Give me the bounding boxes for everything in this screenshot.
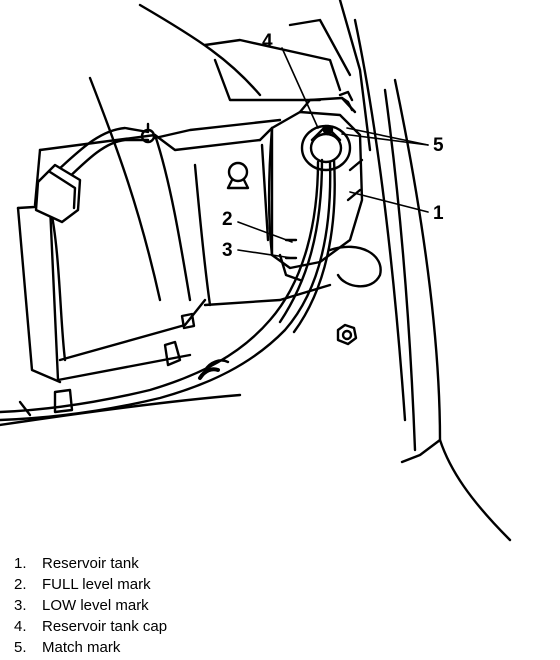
callout-3: 3 [222,240,233,261]
legend-item: 2. FULL level mark [14,574,534,595]
legend-number: 3. [14,597,27,614]
legend-item: 5. Match mark [14,637,534,658]
parts-legend: 1. Reservoir tank 2. FULL level mark 3. LOW… [14,553,534,658]
legend-item: 1. Reservoir tank [14,553,534,574]
legend-label: Reservoir tank [42,555,139,572]
callout-2: 2 [222,209,233,230]
legend-item: 4. Reservoir tank cap [14,616,534,637]
reservoir-hoses [0,158,336,422]
callout-5: 5 [433,135,444,156]
leader-lines [237,47,429,259]
legend-number: 1. [14,555,27,572]
body-panel-lines [0,0,512,542]
legend-number: 4. [14,618,27,635]
legend-item: 3. LOW level mark [14,595,534,616]
mounting-nut [53,161,358,414]
legend-label: LOW level mark [42,597,149,614]
legend-number: 2. [14,576,27,593]
legend-label: Match mark [42,639,121,656]
legend-number: 5. [14,639,27,656]
legend-label: FULL level mark [42,576,151,593]
legend-label: Reservoir tank cap [42,618,168,635]
wire-harness [34,118,282,224]
callout-1: 1 [433,203,444,224]
callout-4: 4 [262,31,273,52]
